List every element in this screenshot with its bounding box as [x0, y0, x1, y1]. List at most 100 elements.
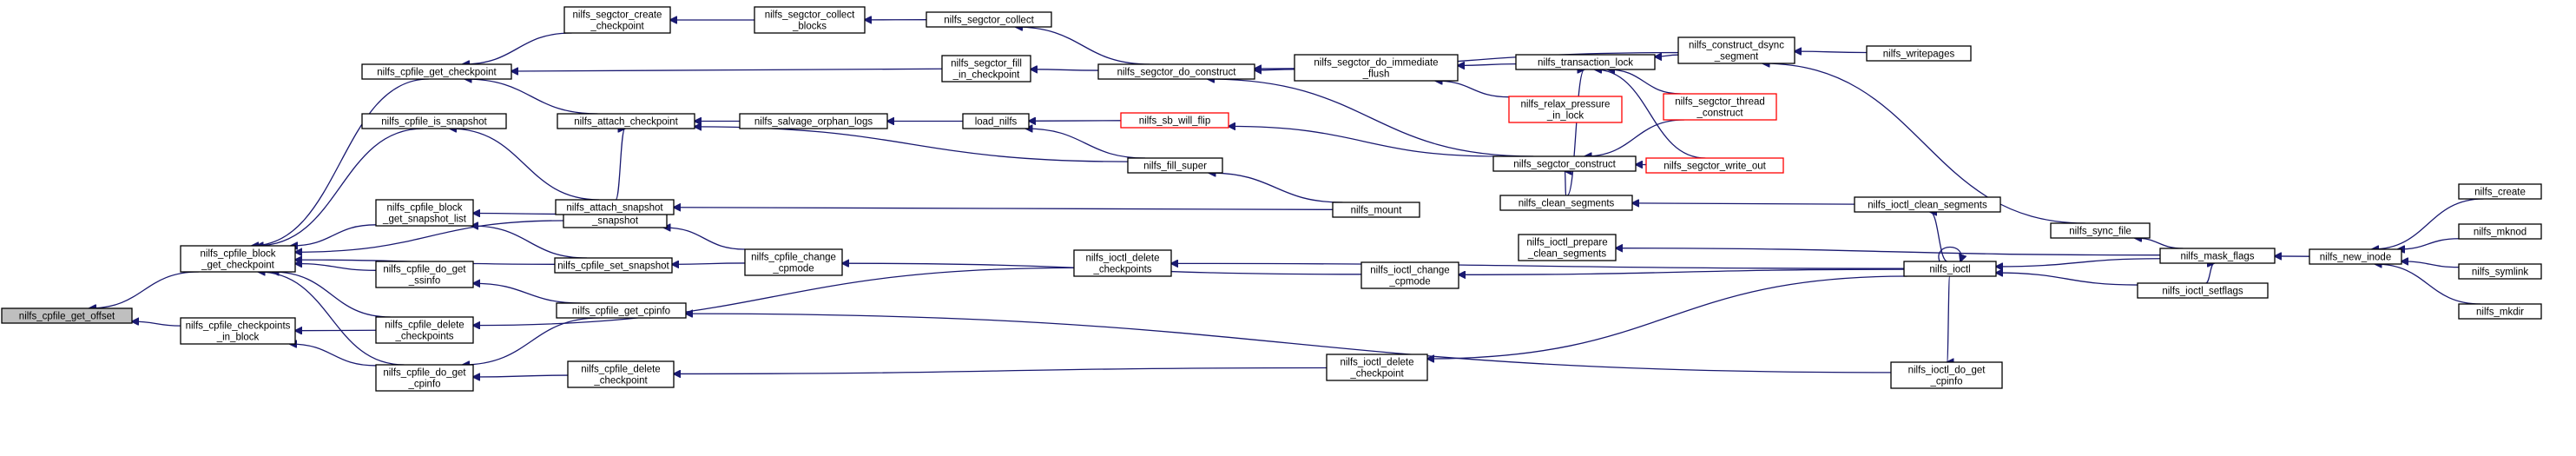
edge-cpfile_is_snapshot-to-block_get_checkpoint [256, 128, 424, 246]
edge-ioctl_setflags-to-mask_flags [2205, 263, 2215, 284]
node-new_inode[interactable]: nilfs_new_inode [2309, 248, 2402, 265]
node-box [567, 360, 675, 388]
node-relax_pressure_in_lock[interactable]: nilfs_relax_pressure_in_lock [1508, 96, 1623, 123]
node-segctor_write_out[interactable]: nilfs_segctor_write_out [1645, 157, 1784, 174]
node-sb_will_flip[interactable]: nilfs_sb_will_flip [1120, 112, 1229, 129]
node-segctor_fill_in_checkpoint[interactable]: nilfs_segctor_fill_in_checkpoint [941, 55, 1031, 83]
edge-mask_flags-to-ioctl_prepare_clean_segments [1616, 248, 2161, 256]
node-do_get_cpinfo[interactable]: nilfs_cpfile_do_get_cpinfo [375, 364, 474, 392]
node-label: _cpmode [772, 264, 814, 274]
node-label: nilfs_salvage_orphan_logs [754, 117, 873, 128]
node-label: _flush [1362, 69, 1390, 80]
edge-sb_will_flip-to-load_nilfs [1029, 121, 1122, 122]
node-label: _get_checkpoint [201, 261, 275, 271]
edge-segctor_write_out-to-transaction_lock [1595, 69, 1706, 159]
node-mount[interactable]: nilfs_mount [1332, 202, 1420, 218]
node-cpfile_is_snapshot[interactable]: nilfs_cpfile_is_snapshot [361, 113, 507, 129]
node-label: nilfs_cpfile_delete [581, 365, 660, 375]
node-label: nilfs_cpfile_block [387, 203, 463, 214]
node-ioctl_setflags[interactable]: nilfs_ioctl_setflags [2137, 282, 2269, 299]
edge-cpfile_get_checkpoint-to-block_get_checkpoint [252, 78, 429, 246]
node-label: nilfs_cpfile_delete [385, 321, 464, 331]
node-label: _in_checkpoint [952, 70, 1021, 81]
node-block_get_snapshot_list[interactable]: nilfs_cpfile_block_get_snapshot_list [375, 199, 474, 227]
node-label: _checkpoints [394, 332, 453, 342]
node-label: _checkpoint [1349, 369, 1404, 380]
edge-relax_pressure_in_lock-to-segctor_do_immediate_flush [1435, 81, 1510, 98]
node-box [754, 6, 866, 34]
node-box [744, 248, 843, 276]
node-salvage_orphan_logs[interactable]: nilfs_salvage_orphan_logs [739, 113, 888, 129]
node-ioctl_delete_checkpoint[interactable]: nilfs_ioctl_delete_checkpoint [1326, 354, 1428, 381]
node-label: nilfs_cpfile_block [201, 249, 276, 260]
edge-cpfile_get_cpinfo-to-do_get_cpinfo [463, 317, 600, 365]
node-label: _checkpoint [593, 376, 648, 387]
node-attach_checkpoint[interactable]: nilfs_attach_checkpoint [557, 113, 695, 129]
node-cpfile_delete_checkpoint[interactable]: nilfs_cpfile_delete_checkpoint [567, 360, 675, 388]
node-cpfile_change_cpmode[interactable]: nilfs_cpfile_change_cpmode [744, 248, 843, 276]
node-cpfile_delete_checkpoints[interactable]: nilfs_cpfile_delete_checkpoints [375, 316, 474, 344]
node-ioctl_do_get_cpinfo[interactable]: nilfs_ioctl_do_get_cpinfo [1890, 361, 2003, 389]
node-get_offset[interactable]: nilfs_cpfile_get_offset [1, 307, 133, 324]
node-create[interactable]: nilfs_create [2458, 183, 2542, 200]
node-ioctl_change_cpmode[interactable]: nilfs_ioctl_change_cpmode [1360, 261, 1459, 289]
node-fill_super[interactable]: nilfs_fill_super [1127, 157, 1223, 174]
node-box [1, 307, 133, 324]
edge-cpfile_clear_snapshot-to-block_get_checkpoint [295, 220, 564, 252]
node-mknod[interactable]: nilfs_mknod [2458, 223, 2542, 240]
node-segctor_create_checkpoint[interactable]: nilfs_segctor_create_checkpoint [563, 6, 671, 34]
node-box [2458, 183, 2542, 200]
node-label: nilfs_segctor_thread [1675, 97, 1765, 108]
node-cpfile_get_checkpoint[interactable]: nilfs_cpfile_get_checkpoint [361, 63, 512, 80]
node-construct_dsync_segment[interactable]: nilfs_construct_dsync_segment [1677, 36, 1795, 64]
node-ioctl_prepare_clean_segments[interactable]: nilfs_ioctl_prepare_clean_segments [1518, 234, 1617, 261]
node-box [2159, 248, 2276, 264]
node-cpfile_set_snapshot[interactable]: nilfs_cpfile_set_snapshot [554, 257, 673, 274]
node-label: nilfs_cpfile_get_cpinfo [572, 307, 670, 317]
node-clean_segments[interactable]: nilfs_clean_segments [1499, 195, 1633, 211]
node-segctor_do_immediate_flush[interactable]: nilfs_segctor_do_immediate_flush [1294, 54, 1459, 82]
node-box [180, 317, 296, 345]
node-ioctl[interactable]: nilfs_ioctl [1903, 261, 1997, 277]
edge-cpfile_change_cpmode-to-cpfile_clear_snapshot [664, 228, 746, 250]
node-transaction_lock[interactable]: nilfs_transaction_lock [1515, 54, 1656, 70]
edge-segctor_construct-to-segctor_do_construct [1208, 79, 1534, 157]
node-label: nilfs_segctor_construct [1513, 160, 1616, 170]
node-segctor_construct[interactable]: nilfs_segctor_construct [1492, 155, 1637, 172]
node-box [926, 11, 1052, 28]
node-box [1890, 361, 2003, 389]
node-load_nilfs[interactable]: load_nilfs [962, 113, 1030, 129]
node-segctor_collect_blocks[interactable]: nilfs_segctor_collect_blocks [754, 6, 866, 34]
node-label: nilfs_cpfile_checkpoints [186, 321, 291, 332]
node-box [2458, 263, 2542, 280]
node-box [554, 257, 673, 274]
node-label: load_nilfs [975, 117, 1018, 128]
edge-checkpoints_in_block-to-get_offset [132, 321, 181, 327]
node-segctor_do_construct[interactable]: nilfs_segctor_do_construct [1097, 63, 1255, 80]
node-label: nilfs_relax_pressure [1521, 100, 1611, 110]
edge-symlink-to-new_inode [2401, 261, 2460, 268]
node-writepages[interactable]: nilfs_writepages [1866, 45, 1972, 62]
node-block_get_checkpoint[interactable]: nilfs_cpfile_block_get_checkpoint [180, 245, 296, 273]
node-mkdir[interactable]: nilfs_mkdir [2458, 303, 2542, 320]
node-symlink[interactable]: nilfs_symlink [2458, 263, 2542, 280]
node-segctor_collect[interactable]: nilfs_segctor_collect [926, 11, 1052, 28]
edge-do_get_cpinfo-to-block_get_checkpoint [259, 272, 405, 366]
node-label: _ssinfo [408, 276, 440, 287]
node-segctor_thread_construct[interactable]: nilfs_segctor_thread_construct [1663, 93, 1777, 121]
node-label: nilfs_create [2474, 188, 2526, 198]
node-box [375, 364, 474, 392]
edge-ioctl_delete_checkpoints-to-cpfile_delete_checkpoints [473, 267, 1075, 325]
node-mask_flags[interactable]: nilfs_mask_flags [2159, 248, 2276, 264]
node-ioctl_clean_segments[interactable]: nilfs_ioctl_clean_segments [1854, 196, 2001, 213]
node-label: _checkpoint [590, 22, 644, 32]
node-ioctl_delete_checkpoints[interactable]: nilfs_ioctl_delete_checkpoints [1073, 249, 1172, 277]
edge-attach_snapshot-to-cpfile_is_snapshot [450, 129, 600, 201]
node-box [1294, 54, 1459, 82]
node-cpfile_get_cpinfo[interactable]: nilfs_cpfile_get_cpinfo [556, 302, 687, 319]
node-checkpoints_in_block[interactable]: nilfs_cpfile_checkpoints_in_block [180, 317, 296, 345]
node-do_get_ssinfo[interactable]: nilfs_cpfile_do_get_ssinfo [375, 261, 474, 288]
edge-segctor_create_checkpoint-to-cpfile_get_checkpoint [463, 32, 572, 64]
node-attach_snapshot[interactable]: nilfs_attach_snapshot [555, 199, 675, 215]
node-sync_file[interactable]: nilfs_sync_file [2050, 222, 2151, 239]
